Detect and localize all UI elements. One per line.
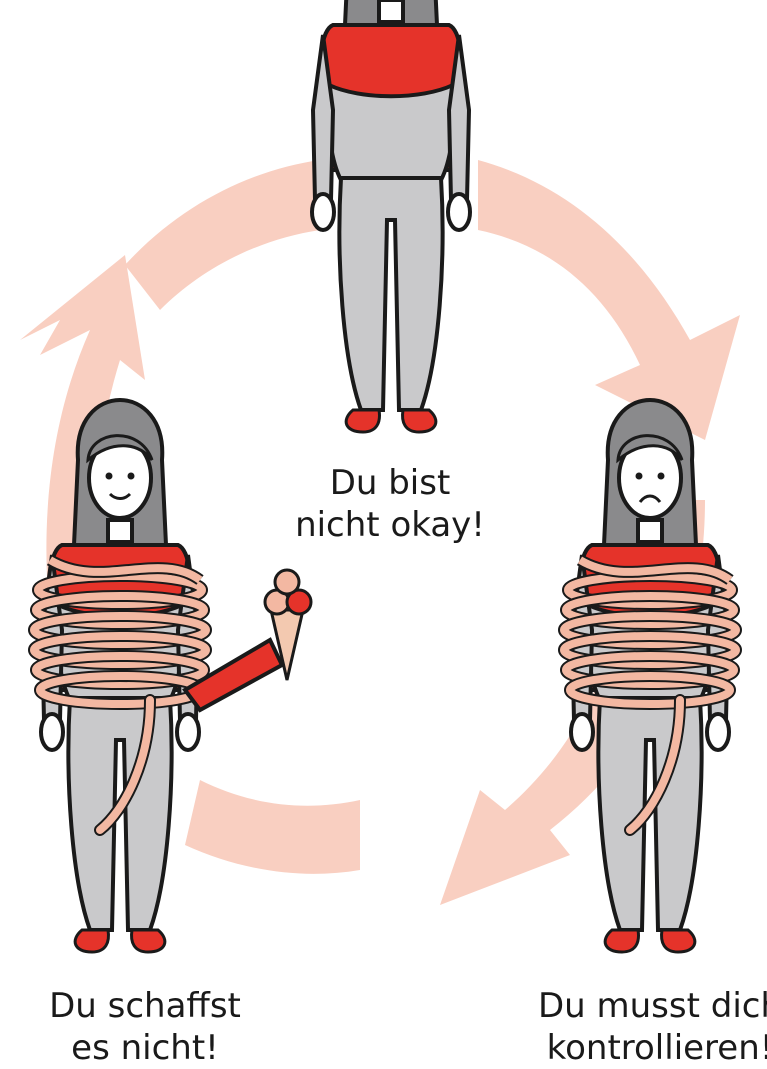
caption-top-line2: nicht okay! — [270, 504, 510, 546]
arrow-top-left-upper — [125, 160, 320, 310]
figure-top — [312, 0, 470, 432]
caption-right: Du musst dich kontrollieren! — [510, 985, 767, 1069]
caption-left: Du schaffst es nicht! — [0, 985, 290, 1069]
arrow-top-right — [478, 160, 740, 440]
caption-top-line1: Du bist — [270, 462, 510, 504]
figure-right — [564, 400, 736, 952]
arrow-bottom-left — [185, 780, 360, 874]
caption-right-line1: Du musst dich — [510, 985, 767, 1027]
caption-left-line1: Du schaffst — [0, 985, 290, 1027]
caption-top: Du bist nicht okay! — [270, 462, 510, 546]
